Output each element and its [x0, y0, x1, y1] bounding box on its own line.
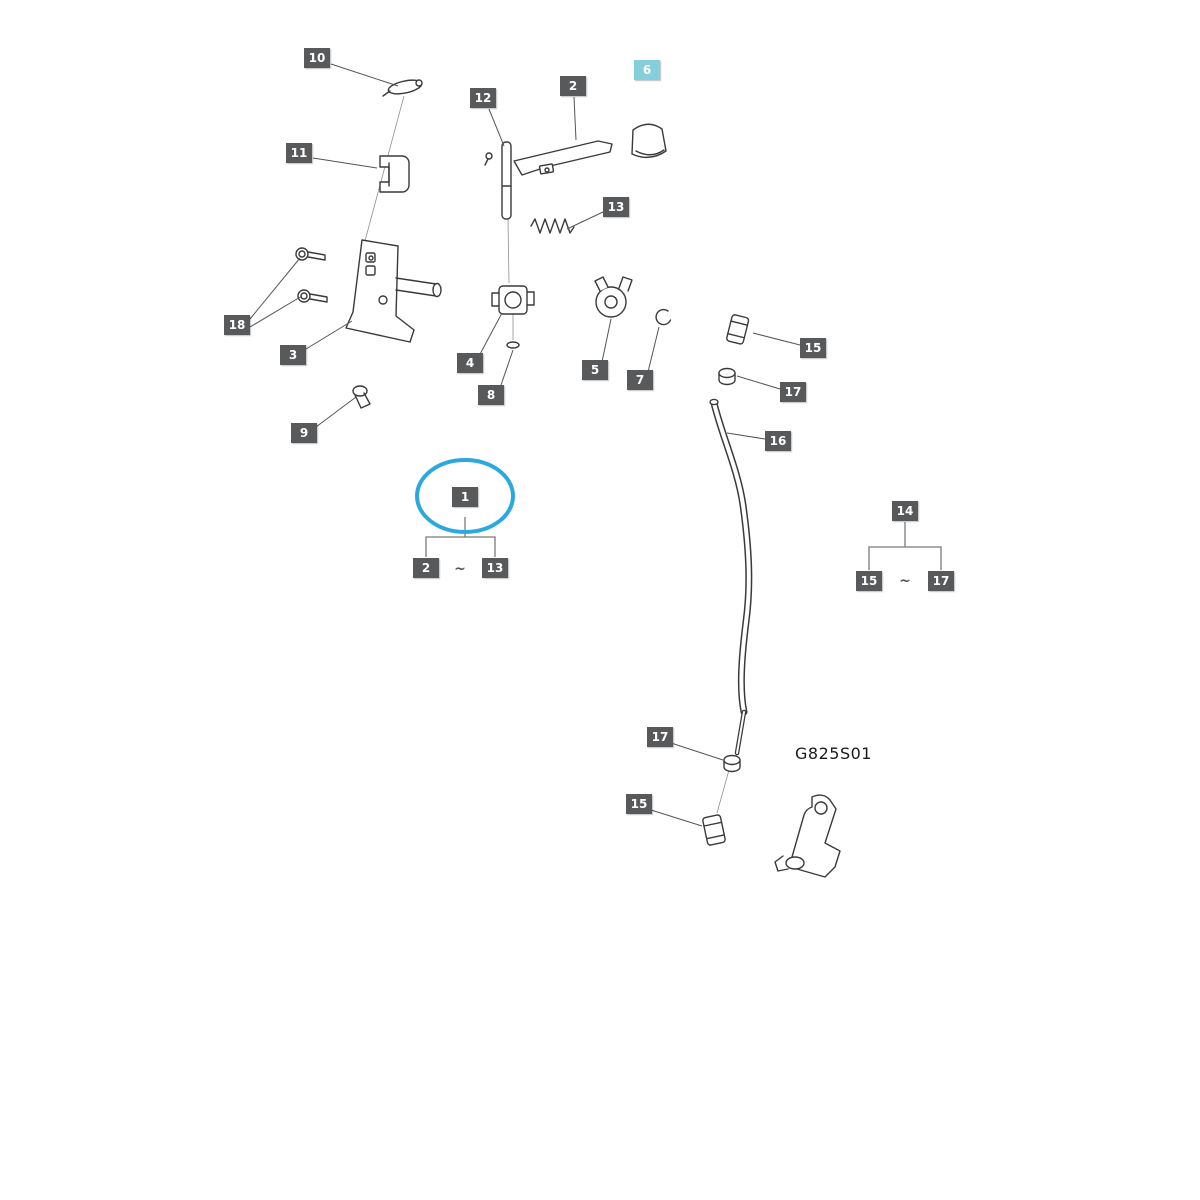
leader-line — [249, 257, 301, 320]
part-bolt-18b — [297, 289, 328, 303]
part-label-6-highlighted[interactable]: 6 — [634, 60, 660, 80]
part-label-16[interactable]: 16 — [765, 431, 791, 451]
part-label-13[interactable]: 13 — [482, 558, 508, 578]
highlight-ellipse — [415, 458, 515, 534]
part-label-17[interactable]: 17 — [780, 382, 806, 402]
leader-line — [315, 396, 357, 428]
leader-line — [566, 211, 604, 230]
part-pin-12 — [484, 141, 512, 220]
leader-line — [670, 742, 724, 761]
leader-line — [726, 432, 766, 440]
part-label-15[interactable]: 15 — [626, 794, 652, 814]
leader-line — [650, 809, 703, 827]
part-bushing-15a — [726, 314, 750, 345]
part-bushing-15b — [702, 814, 726, 846]
part-label-10[interactable]: 10 — [304, 48, 330, 68]
part-label-7[interactable]: 7 — [627, 370, 653, 390]
tilde-separator: ~ — [899, 573, 911, 589]
leader-line — [312, 157, 378, 169]
part-clamp-11 — [379, 155, 410, 193]
part-spring-13 — [530, 218, 575, 234]
part-label-12[interactable]: 12 — [470, 88, 496, 108]
part-label-1[interactable]: 1 — [452, 487, 478, 507]
leader-line — [478, 312, 503, 357]
leader-lines-layer — [249, 63, 801, 827]
part-label-13[interactable]: 13 — [603, 197, 629, 217]
leader-line — [573, 96, 577, 141]
part-clamp-5 — [594, 276, 633, 318]
part-label-9[interactable]: 9 — [291, 423, 317, 443]
tilde-separator: ~ — [454, 561, 466, 577]
part-label-2[interactable]: 2 — [413, 558, 439, 578]
leader-line — [249, 295, 303, 328]
group-bracket — [868, 546, 942, 570]
part-label-14[interactable]: 14 — [892, 501, 918, 521]
part-label-8[interactable]: 8 — [478, 385, 504, 405]
part-bolt-9 — [352, 385, 371, 409]
part-washer-8 — [506, 341, 520, 349]
group-bracket — [425, 536, 496, 557]
part-bracket-3 — [345, 239, 442, 343]
leader-line — [330, 63, 399, 87]
part-label-17[interactable]: 17 — [647, 727, 673, 747]
leader-line — [736, 375, 781, 390]
part-block-4 — [491, 285, 535, 315]
part-label-2[interactable]: 2 — [560, 76, 586, 96]
construction-lines — [361, 95, 730, 814]
part-label-15[interactable]: 15 — [800, 338, 826, 358]
leader-line — [647, 326, 660, 373]
part-label-4[interactable]: 4 — [457, 353, 483, 373]
part-lever-2 — [513, 140, 613, 176]
part-label-5[interactable]: 5 — [582, 360, 608, 380]
part-label-3[interactable]: 3 — [280, 345, 306, 365]
part-clip-top — [382, 79, 423, 97]
part-rod-16 — [709, 398, 753, 756]
leader-line — [601, 318, 612, 363]
drawing-code: G825S01 — [795, 744, 872, 763]
part-knob-6 — [631, 123, 667, 159]
part-label-11[interactable]: 11 — [286, 143, 312, 163]
part-ring-17b — [723, 754, 741, 773]
part-snap-ring-7 — [655, 308, 672, 326]
leader-line — [499, 349, 514, 389]
leader-line — [488, 108, 505, 147]
part-bolt-18a — [295, 247, 326, 261]
part-label-18[interactable]: 18 — [224, 315, 250, 335]
part-arm — [774, 794, 841, 878]
part-ring-17a — [718, 367, 736, 386]
part-label-17[interactable]: 17 — [928, 571, 954, 591]
leader-line — [305, 320, 353, 350]
leader-line — [752, 332, 801, 346]
part-label-15[interactable]: 15 — [856, 571, 882, 591]
